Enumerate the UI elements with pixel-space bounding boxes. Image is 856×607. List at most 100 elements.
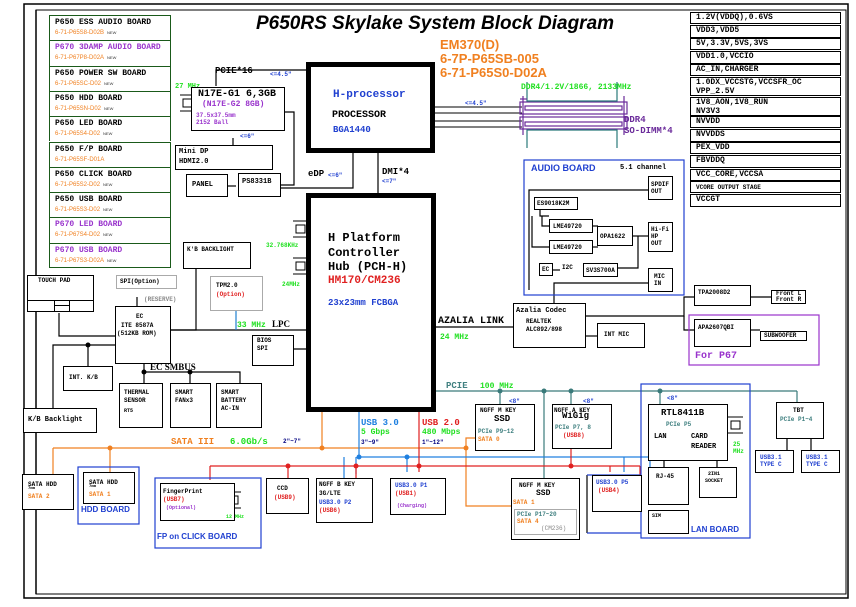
rj45-box[interactable]: RJ-45 (648, 467, 689, 505)
ccd-box[interactable]: CCD (USB9) (266, 478, 309, 514)
thermal-box[interactable]: THERMAL SENSOR RT5 (119, 383, 163, 428)
power-rail-item[interactable]: PEX_VDD (690, 142, 841, 155)
memory-label-1: DDR4 (624, 115, 646, 125)
mic-in-box[interactable]: MIC IN (648, 268, 673, 292)
audio-ec-box[interactable]: EC (539, 263, 553, 276)
kb-backlight-label: K'B BACKLIGHT (187, 246, 234, 253)
minidp-label: Mini DP (179, 148, 209, 156)
power-rail-item[interactable]: FBVDDQ (690, 155, 841, 168)
usb-p1-box[interactable]: USB3.0 P1 (USB1) (Charging) (390, 478, 446, 515)
ess-label: ES9018K2M (537, 200, 570, 207)
smart-fan-box[interactable]: SMART FANx3 (170, 383, 211, 428)
power-rail-item[interactable]: VCC_CORE,VCCSA (690, 168, 841, 181)
ess-box[interactable]: ES9018K2M (534, 197, 578, 210)
usb2-label: USB 2.0 (422, 418, 460, 428)
power-rail-item[interactable]: VCORE OUTPUT STAGE (690, 181, 841, 194)
int-mic-box[interactable]: INT MIC (597, 323, 645, 348)
typec2-box[interactable]: USB3.1 TYPE C (801, 450, 840, 473)
typec1-box[interactable]: USB3.1 TYPE C (755, 450, 794, 473)
reserve-label: (RESERVE) (144, 296, 177, 303)
ps8331b-box[interactable]: PS8331B (238, 173, 281, 197)
spi-option-label: SPI(Option) (120, 278, 160, 285)
board-name: P650 CLICK BOARD (55, 169, 132, 179)
tpm-box[interactable]: TPM2.0 (Option) (210, 276, 263, 311)
ssd1-box[interactable]: NGFF M KEY SSD PCIe P9~12 SATA 0 (475, 404, 535, 451)
cpu-box[interactable]: H-processor PROCESSOR BGA1440 (306, 62, 435, 153)
tbt-box[interactable]: TBT PCIe P1~4 (776, 402, 824, 439)
spdif-box[interactable]: SPDIF OUT (648, 176, 673, 200)
board-new-tag: NEW (103, 181, 113, 187)
sim-box[interactable]: SIM (648, 510, 689, 534)
rtl8411b-box[interactable]: RTL8411B PCIe P5 LAN CARD READER (648, 404, 728, 461)
apa-box[interactable]: APA2607QBI (694, 319, 751, 347)
power-rail-item[interactable]: VDD3,VDD5 (690, 24, 841, 38)
kb-backlight-box[interactable]: K'B BACKLIGHT (183, 242, 251, 269)
lan-clock: 25 MHz (733, 441, 744, 455)
power-rail-item[interactable]: 1.2V(VDDQ),0.6VS (690, 12, 841, 24)
diagram-title: P650RS Skylake System Block Diagram (256, 13, 615, 34)
board-name: P650 LED BOARD (55, 119, 123, 129)
lme2-label: LME49720 (553, 244, 582, 251)
wigig-box[interactable]: NGFF A KEY WiGig PCIe P7, 8 (USB8) (552, 404, 612, 449)
lme1-box[interactable]: LME49720 (549, 219, 593, 233)
mic-in-label: MIC IN (654, 273, 665, 287)
opa-box[interactable]: OPA1622 (597, 226, 633, 246)
hdd2-box[interactable]: SATA HDD 7mm SATA 2 (22, 474, 74, 510)
power-rail-item[interactable]: AC_IN,CHARGER (690, 64, 841, 77)
codec-line3: ALC892/898 (526, 326, 563, 333)
power-rail-item[interactable]: NVVDD (690, 116, 841, 129)
wigig-line4: (USB8) (563, 432, 585, 439)
usb-p5-box[interactable]: USB3.0 P5 (USB4) (592, 475, 642, 512)
int-kb-box[interactable]: INT. K/B (63, 366, 113, 391)
power-rail-item[interactable]: NVVDDS (690, 128, 841, 142)
hdd1-box[interactable]: SATA HDD 7mm SATA 1 (83, 472, 135, 504)
board-part-text: 6-71-P65SC-D02 (55, 80, 102, 87)
bios-spi-box[interactable]: BIOS SPI (252, 335, 294, 366)
typec1-label: USB3.1 TYPE C (760, 454, 782, 468)
front-lr-box[interactable]: Front L Front R (771, 290, 806, 304)
smart-battery-box[interactable]: SMART BATTERY AC-IN (216, 383, 262, 428)
power-rail-item[interactable]: VDD1.0,VCCIO (690, 50, 841, 64)
fingerprint-box[interactable]: FingerPrint (USB7) (Optional) (160, 483, 235, 521)
codec-box[interactable]: Azalia Codec REALTEK ALC892/898 (513, 303, 586, 348)
spi-option-box[interactable]: SPI(Option) (116, 275, 177, 289)
gpu-box[interactable]: N17E-G1 6,3GB (N17E-G2 8GB) 37.5x37.5mm … (191, 87, 285, 131)
typec2-label: USB3.1 TYPE C (806, 454, 828, 468)
kb-backlight2-box[interactable]: K/B Backlight (23, 408, 97, 433)
power-rail-item[interactable]: 1.0DX_VCCSTG,VCCSFR_OC VPP_2.5V (690, 77, 841, 96)
pch-box[interactable]: H Platform Controller Hub (PCH-H) HM170/… (306, 193, 436, 412)
ec-box[interactable]: EC ITE 8587A (512KB ROM) (115, 306, 171, 364)
wwan-box[interactable]: NGFF B KEY 3G/LTE USB3.0 P2 (USB6) (316, 478, 373, 523)
usb2-len: 1"~12" (422, 439, 444, 446)
usbp5-line2: (USB4) (598, 487, 620, 494)
card-socket-box[interactable]: 2IN1 SOCKET (699, 467, 737, 498)
power-rail-item[interactable]: VCCGT (690, 193, 841, 207)
hifi-box[interactable]: Hi-Fi HP OUT (648, 222, 673, 252)
power-rail-item[interactable]: 5V,3.3V,5VS,3VS (690, 38, 841, 51)
panel-box[interactable]: PANEL (186, 174, 228, 197)
power-rail-item[interactable]: 1V8_AON,1V8_RUN NV3V3 (690, 96, 841, 116)
sv-box[interactable]: SV3S700A (583, 263, 618, 277)
tpa-box[interactable]: TPA2008D2 (694, 285, 751, 306)
ssd2-box[interactable]: NGFF M KEY SSD SATA 1 PCIe P17~20 SATA 4… (511, 478, 580, 540)
minidp-box[interactable]: Mini DP HDMI2.0 (175, 145, 273, 170)
touchpad-box[interactable]: TOUCH PAD (27, 275, 94, 312)
lme2-box[interactable]: LME49720 (549, 240, 593, 254)
ec-line3: (512KB ROM) (117, 330, 157, 337)
subwoofer-box[interactable]: SUBWOOFER (760, 331, 807, 341)
ssd1-line3: PCIe P9~12 (478, 428, 515, 435)
codec-line2: REALTEK (526, 318, 552, 325)
wigig-line3: PCIe P7, 8 (555, 424, 592, 431)
